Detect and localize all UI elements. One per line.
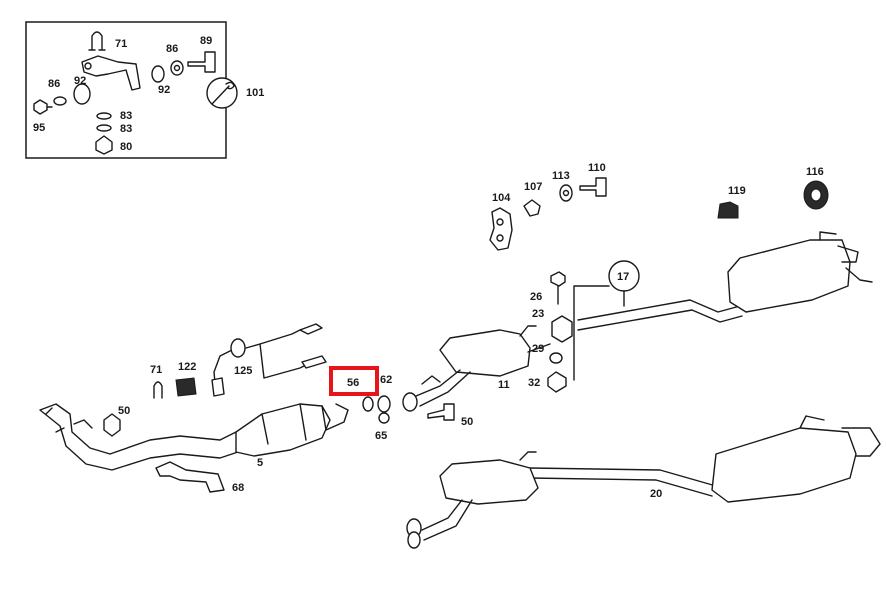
bolt-part[interactable] <box>187 51 216 73</box>
front-exhaust: 71 122 125 50 5 68 56 62 65 50 <box>39 323 473 494</box>
label-119: 119 <box>728 185 746 197</box>
label-92-inset-left: 92 <box>74 75 86 87</box>
nut-part-32[interactable] <box>547 371 567 393</box>
label-122: 122 <box>178 361 196 373</box>
bolt-part-50[interactable] <box>427 403 455 421</box>
bolt-part-110[interactable] <box>579 177 607 197</box>
bracket-part-68[interactable] <box>155 461 225 493</box>
label-86-inset-left: 86 <box>48 78 60 90</box>
bracket-part[interactable] <box>81 55 141 91</box>
label-104: 104 <box>492 192 511 204</box>
label-11: 11 <box>498 379 510 391</box>
label-125: 125 <box>234 365 252 377</box>
rear-silencer-part[interactable] <box>711 427 857 503</box>
label-26: 26 <box>530 291 542 303</box>
label-86-inset: 86 <box>166 43 178 55</box>
label-68: 68 <box>232 482 244 494</box>
rear-muffler-part[interactable] <box>727 239 851 313</box>
label-50-middle: 50 <box>461 416 473 428</box>
label-116: 116 <box>806 166 824 178</box>
label-80: 80 <box>120 141 132 153</box>
label-92-inset: 92 <box>158 84 170 96</box>
bolt-part-95[interactable] <box>33 99 48 115</box>
label-56: 56 <box>347 377 359 389</box>
label-107: 107 <box>524 181 542 193</box>
seal-ring-part-62[interactable] <box>377 395 391 413</box>
middle-muffler-part[interactable] <box>439 329 531 377</box>
label-113: 113 <box>552 170 570 182</box>
label-101: 101 <box>246 87 264 99</box>
rear-exhaust-upper: 11 <box>402 231 873 412</box>
rubber-mount-part[interactable] <box>151 65 165 83</box>
buffer-part[interactable] <box>717 201 739 219</box>
hardware-group: 104 107 113 110 116 119 17 26 23 29 32 <box>489 162 829 393</box>
label-23: 23 <box>532 308 544 320</box>
label-62: 62 <box>380 374 392 386</box>
label-95: 95 <box>33 122 45 134</box>
label-83-top: 83 <box>120 110 132 122</box>
highlight-box <box>329 366 379 396</box>
inset-box: 71 86 89 92 86 92 101 95 83 83 80 <box>25 21 264 159</box>
clamp-part-23[interactable] <box>551 315 573 343</box>
label-83-bottom: 83 <box>120 123 132 135</box>
front-pipe-part[interactable] <box>39 403 239 471</box>
oxygen-sensor-cable-part[interactable] <box>213 325 321 395</box>
label-65: 65 <box>375 430 387 442</box>
u-clamp-part-front[interactable] <box>153 381 163 399</box>
label-71-front: 71 <box>150 364 162 376</box>
catalytic-converter-part[interactable] <box>235 403 331 457</box>
hanger-bracket-part[interactable] <box>489 207 513 251</box>
rear-exhaust-lower: 20 <box>406 415 881 549</box>
rubber-mount-part-92[interactable] <box>73 83 91 105</box>
label-32: 32 <box>528 377 540 389</box>
label-89: 89 <box>200 35 212 47</box>
front-silencer-part[interactable] <box>439 459 539 505</box>
rubber-hanger-part-122[interactable] <box>175 377 197 397</box>
clip-part[interactable] <box>523 199 541 217</box>
label-71-inset: 71 <box>115 38 127 50</box>
label-20: 20 <box>650 488 662 500</box>
nut-part[interactable] <box>95 135 113 155</box>
label-50-front: 50 <box>118 405 130 417</box>
label-110: 110 <box>588 162 606 174</box>
u-clamp-part[interactable] <box>88 31 106 51</box>
label-17: 17 <box>617 271 629 283</box>
washer-part[interactable] <box>53 96 67 106</box>
ring-part-65[interactable] <box>378 412 390 424</box>
label-5: 5 <box>257 457 263 469</box>
